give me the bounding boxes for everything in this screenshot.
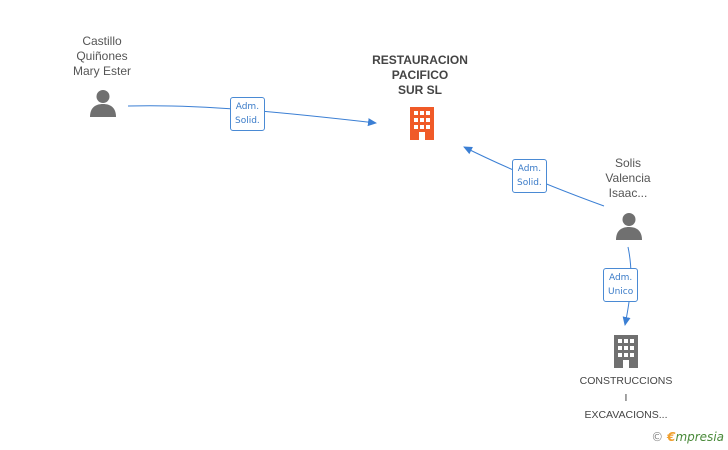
person-icon[interactable]: [88, 88, 118, 118]
person-name-line: Solis: [614, 156, 641, 170]
building-icon[interactable]: [406, 106, 438, 140]
company-name-restauracion[interactable]: RESTAURACION PACIFICO SUR SL: [360, 53, 480, 98]
person-name-line: Valencia: [605, 171, 651, 185]
building-icon[interactable]: [610, 334, 642, 368]
edge-label-role: Adm. Solid.: [230, 97, 265, 131]
empresia-logo: © €mpresia: [651, 430, 724, 444]
person-name-line: Quiñones: [76, 49, 128, 63]
edge-label-line: Solid.: [517, 178, 542, 188]
company-name-line: PACIFICO: [391, 68, 449, 82]
company-name-line: I: [624, 392, 628, 404]
company-name-line: SUR SL: [397, 83, 442, 97]
person-name-line: Mary Ester: [72, 64, 131, 78]
company-name-construccions[interactable]: CONSTRUCCIONS I EXCAVACIONS...: [566, 373, 686, 424]
person-name-line: Castillo: [82, 34, 122, 48]
edge-label-line: Solid.: [235, 116, 260, 126]
edge-label-line: Unico: [608, 287, 634, 297]
person-name-solis[interactable]: Solis Valencia Isaac...: [578, 156, 678, 201]
person-name-line: Isaac...: [608, 186, 648, 200]
copyright-icon: ©: [651, 430, 664, 444]
person-icon[interactable]: [614, 211, 644, 241]
company-name-line: EXCAVACIONS...: [584, 409, 668, 421]
company-name-line: RESTAURACION: [372, 53, 468, 67]
edge-label-line: Adm.: [608, 273, 633, 283]
edge-label-role: Adm. Solid.: [512, 159, 547, 193]
brand-text: mpresia: [675, 430, 724, 444]
edge-label-role: Adm. Unico: [603, 268, 639, 302]
person-name-castillo[interactable]: Castillo Quiñones Mary Ester: [52, 34, 152, 79]
edge-label-line: Adm.: [517, 164, 542, 174]
company-name-line: CONSTRUCCIONS: [579, 375, 673, 387]
brand-mark: €: [667, 430, 676, 444]
edge-label-line: Adm.: [235, 102, 260, 112]
